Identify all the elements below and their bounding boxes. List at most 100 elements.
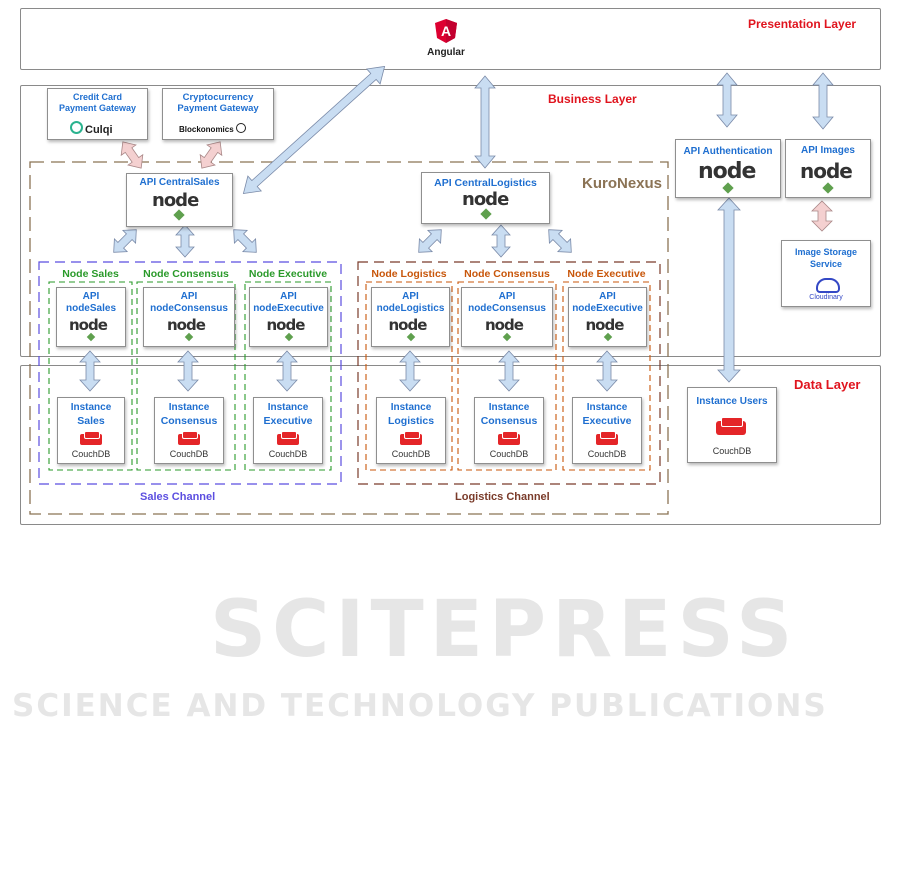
- arrow-centralsales-nodesales: [113, 229, 137, 253]
- logistics-channel-boundary: [357, 261, 661, 485]
- node-logistics-boundary: [365, 281, 453, 471]
- logistics-instance-box: Instance Consensus CouchDB: [474, 397, 544, 464]
- node-logo-icon: node: [167, 316, 206, 334]
- arrow-blockonomics-centralsales: [199, 141, 223, 169]
- api-node-label-line2: nodeExecutive: [253, 303, 324, 314]
- sales-api-node-box: API nodeConsensus node: [143, 287, 235, 347]
- api-authentication-label: API Authentication: [683, 146, 773, 157]
- nodejs-hex-icon: [822, 182, 834, 194]
- node-logo-icon: node: [800, 159, 853, 183]
- arrow-presentation-authentication: [716, 72, 738, 128]
- watermark-subtitle: SCIENCE AND TECHNOLOGY PUBLICATIONS: [12, 688, 828, 724]
- node-consensus-sales-boundary: [136, 281, 236, 471]
- arrow-apinodelogistics-instance: [399, 350, 421, 392]
- business-layer-title: Business Layer: [548, 92, 637, 106]
- presentation-layer-title: Presentation Layer: [748, 17, 857, 31]
- api-node-label-line2: nodeSales: [65, 303, 117, 314]
- api-node-label-line2: nodeExecutive: [572, 303, 643, 314]
- arrow-apinodeconsensus-instance: [177, 350, 199, 392]
- kuronexus-boundary: [29, 161, 669, 515]
- sales-api-node-box: API nodeSales node: [56, 287, 126, 347]
- sales-instance-box: Instance Sales CouchDB: [57, 397, 125, 464]
- logistics-api-node-box: API nodeExecutive node: [568, 287, 647, 347]
- instance-label-line2: Sales: [77, 415, 105, 427]
- api-node-label-line2: nodeLogistics: [376, 303, 445, 314]
- arrow-centrallogistics-nodeexecutive: [548, 229, 572, 253]
- arrow-apinodeexecutive-l-instance: [596, 350, 618, 392]
- nodejs-hex-icon: [480, 208, 492, 220]
- data-layer: [20, 365, 881, 525]
- cloudinary-label: Cloudinary: [809, 294, 843, 301]
- arrow-apinodeconsensus-l-instance: [498, 350, 520, 392]
- credit-card-title-line2: Payment Gateway: [58, 103, 137, 113]
- business-layer: [20, 85, 881, 357]
- node-logo-icon: node: [485, 316, 524, 334]
- arrow-culqi-centralsales: [120, 141, 144, 169]
- arrow-angular-centralsales: [242, 65, 386, 195]
- logistics-instance-box: Instance Logistics CouchDB: [376, 397, 446, 464]
- arrow-centralsales-nodeexecutive: [233, 229, 257, 253]
- instance-label-line1: Instance: [168, 402, 210, 413]
- svg-text:A: A: [441, 23, 451, 39]
- logistics-node-title: Node Consensus: [464, 268, 550, 280]
- instance-label-line2: Consensus: [160, 415, 218, 427]
- cloudinary-icon: [816, 278, 840, 293]
- couchdb-label: CouchDB: [712, 446, 752, 456]
- arrow-angular-centrallogistics: [474, 75, 496, 169]
- couchdb-icon: [80, 431, 102, 446]
- sales-channel-boundary: [38, 261, 342, 485]
- sales-instance-box: Instance Consensus CouchDB: [154, 397, 224, 464]
- logistics-api-node-box: API nodeLogistics node: [371, 287, 450, 347]
- blockonomics-label: Blockonomics: [179, 125, 234, 134]
- watermark-title: SCITEPRESS: [210, 585, 799, 675]
- instance-label-line1: Instance: [488, 402, 530, 413]
- api-centrallogistics-label: API CentralLogistics: [434, 177, 537, 189]
- arrow-images-storage: [811, 200, 833, 232]
- node-logo-icon: node: [69, 316, 108, 334]
- arrow-presentation-images: [812, 72, 834, 130]
- couchdb-label: CouchDB: [71, 449, 111, 459]
- kuronexus-title: KuroNexus: [582, 175, 663, 192]
- api-authentication: API Authentication node: [675, 139, 781, 198]
- nodejs-hex-icon: [184, 332, 194, 342]
- node-logo-icon: node: [152, 190, 199, 211]
- arrow-apinodeexecutive-instance: [276, 350, 298, 392]
- couchdb-icon: [400, 431, 422, 446]
- crypto-title-line1: Cryptocurrency: [182, 92, 254, 103]
- node-logo-icon: node: [266, 316, 306, 334]
- sales-channel-label: Sales Channel: [140, 491, 216, 503]
- crypto-gateway: Cryptocurrency Payment Gateway Blockonom…: [162, 88, 274, 140]
- logistics-node-title: Node Logistics: [371, 268, 447, 280]
- nodejs-hex-icon: [502, 332, 512, 342]
- culqi-icon: [70, 121, 83, 134]
- nodejs-hex-icon: [722, 182, 734, 194]
- arrow-centralsales-nodeconsensus: [175, 224, 195, 258]
- angular-logo: A: [435, 19, 457, 43]
- sales-node-title: Node Sales: [62, 268, 119, 280]
- api-node-label-line2: nodeConsensus: [150, 303, 228, 314]
- api-images: API Images node: [785, 139, 871, 198]
- instance-label-line2: Consensus: [480, 415, 538, 427]
- data-layer-title: Data Layer: [794, 377, 861, 392]
- api-node-label-line1: API: [180, 291, 198, 302]
- api-node-label-line1: API: [599, 291, 616, 302]
- nodejs-hex-icon: [406, 332, 415, 342]
- couchdb-icon: [277, 431, 299, 446]
- node-executive-logistics-boundary: [562, 281, 651, 471]
- couchdb-label: CouchDB: [489, 449, 529, 459]
- arrow-authentication-instanceusers: [717, 197, 741, 383]
- arrow-centrallogistics-nodeconsensus: [491, 224, 511, 258]
- arrow-apinodesales-instance: [79, 350, 101, 392]
- couchdb-icon: [498, 431, 520, 446]
- instance-label-line1: Instance: [70, 402, 112, 413]
- crypto-title-line2: Payment Gateway: [177, 103, 259, 114]
- node-sales-boundary: [48, 281, 133, 471]
- logistics-channel-label: Logistics Channel: [455, 491, 550, 503]
- sales-node-title: Node Consensus: [143, 268, 229, 280]
- image-storage-service: Image Storage Service Cloudinary: [781, 240, 871, 307]
- nodejs-hex-icon: [86, 332, 96, 342]
- api-node-label-line1: API: [280, 291, 297, 302]
- couchdb-icon: [716, 417, 746, 437]
- culqi-label: Culqi: [85, 124, 113, 136]
- couchdb-icon: [596, 431, 618, 446]
